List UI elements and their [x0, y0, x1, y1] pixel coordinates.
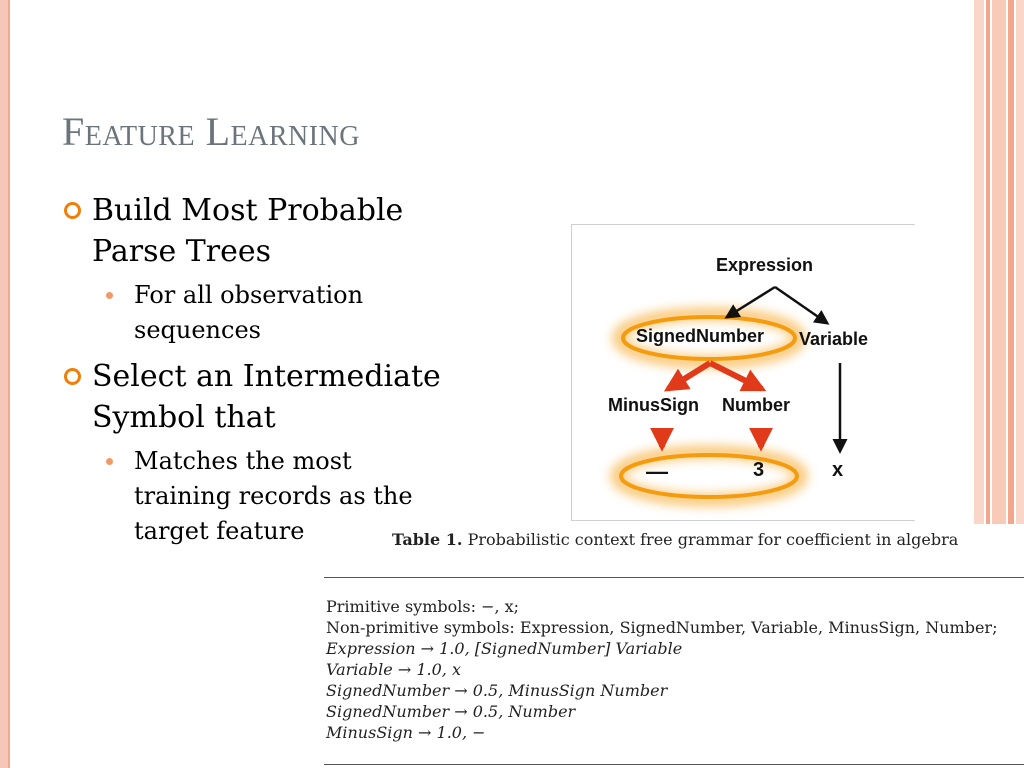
- dot-bullet-icon: [106, 458, 113, 465]
- expression-to-variable-edge: [774, 285, 830, 325]
- table-caption: Table 1. Probabilistic context free gram…: [392, 530, 958, 549]
- bullet-text: Select an Intermediate Symbol that: [92, 359, 441, 435]
- signednumber-to-minussign-edge: [663, 360, 712, 392]
- leaf-x: x: [832, 459, 844, 481]
- grammar-rules: Primitive symbols: −, x; Non-primitive s…: [326, 596, 997, 743]
- bullet-text: Build Most Probable Parse Trees: [92, 193, 404, 269]
- bullet-level2: Matches the most training records as the…: [62, 444, 442, 549]
- leaf-highlight: [610, 445, 808, 507]
- table-caption-text: Probabilistic context free grammar for c…: [467, 530, 959, 549]
- parse-tree-graphic: [610, 285, 848, 507]
- grammar-rule-row: Variable → 1.0, x: [326, 660, 461, 679]
- grammar-table: Table 1. Probabilistic context free gram…: [318, 524, 1024, 768]
- grammar-rule-row: SignedNumber → 0.5, MinusSign Number: [326, 681, 668, 700]
- grammar-rule-row: Expression → 1.0, [SignedNumber] Variabl…: [326, 639, 683, 658]
- bullet-text: Matches the most training records as the…: [134, 447, 413, 545]
- ring-bullet-icon: [64, 368, 81, 385]
- node-minus-sign: MinusSign: [608, 395, 699, 415]
- signednumber-to-number-edge: [708, 360, 767, 392]
- table-bottom-rule: [324, 764, 1024, 765]
- leaf-minus: —: [646, 459, 668, 484]
- parse-tree-figure: Expression SignedNumber Variable MinusSi…: [571, 224, 915, 521]
- node-variable: Variable: [799, 329, 869, 349]
- table-top-rule: [324, 577, 1024, 578]
- dot-bullet-icon: [106, 292, 113, 299]
- non-primitive-symbols-row: Non-primitive symbols: Expression, Signe…: [326, 618, 998, 637]
- slide-left-border: [0, 0, 10, 768]
- bullet-level2: For all observation sequences: [62, 278, 442, 348]
- bullet-list: Build Most Probable Parse Trees For all …: [62, 190, 442, 557]
- bullet-level1: Build Most Probable Parse Trees: [62, 190, 442, 272]
- bullet-text: For all observation sequences: [134, 281, 364, 344]
- grammar-rule-row: SignedNumber → 0.5, Number: [326, 702, 576, 721]
- node-signed-number: SignedNumber: [636, 326, 765, 346]
- primitive-symbols-row: Primitive symbols: −, x;: [326, 597, 520, 616]
- node-expression: Expression: [716, 255, 814, 275]
- node-number: Number: [722, 395, 791, 415]
- leaf-three: 3: [753, 459, 765, 481]
- slide-title: Feature Learning: [62, 109, 360, 154]
- table-caption-label: Table 1.: [392, 530, 463, 549]
- ring-bullet-icon: [64, 202, 81, 219]
- bullet-level1: Select an Intermediate Symbol that: [62, 356, 442, 438]
- grammar-rule-row: MinusSign → 1.0, −: [326, 723, 486, 742]
- expression-to-signednumber-edge: [724, 285, 776, 319]
